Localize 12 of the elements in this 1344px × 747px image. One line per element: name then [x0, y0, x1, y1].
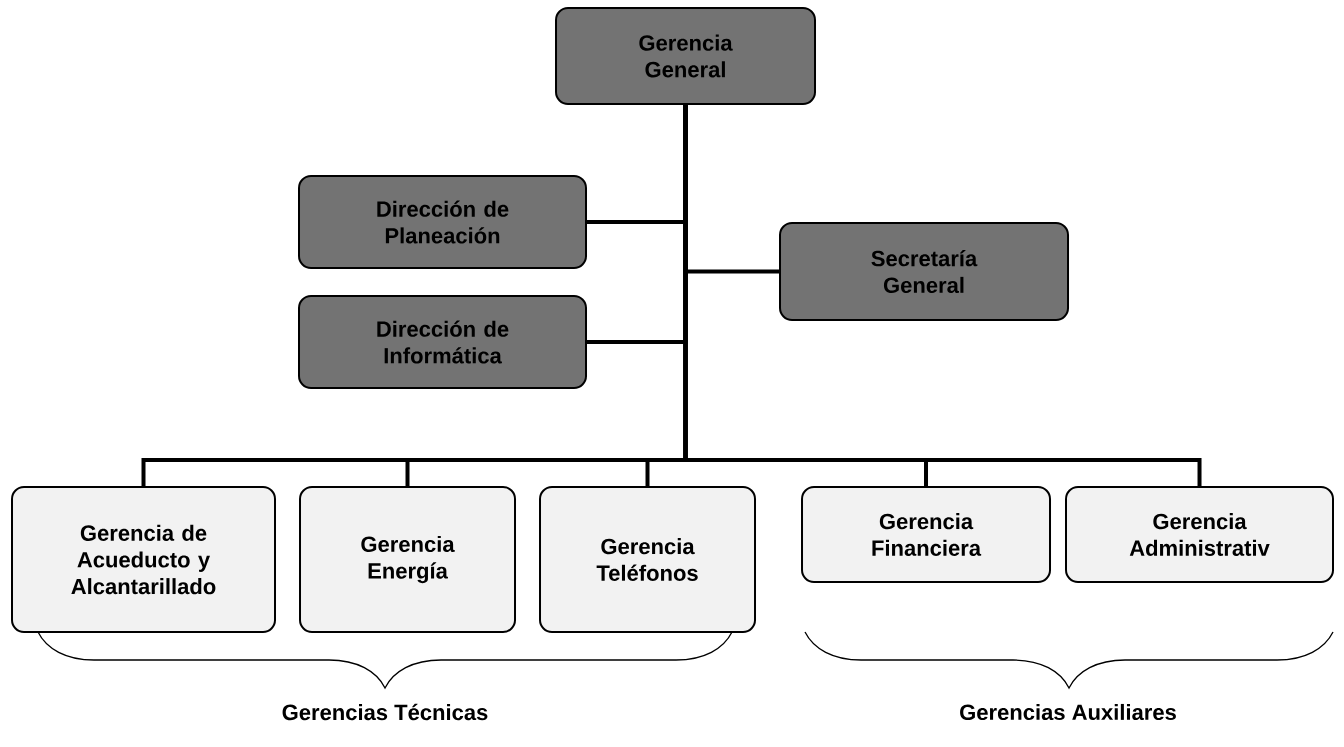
org-box: Secretaría General [779, 222, 1069, 321]
org-box: Gerencia Administrativ [1065, 486, 1334, 583]
org-box: Gerencia General [555, 7, 816, 105]
group-label: Gerencias Técnicas [282, 703, 488, 721]
org-box: Dirección de Informática [298, 295, 587, 389]
org-box: Gerencia Financiera [801, 486, 1051, 583]
org-box: Gerencia Energía [299, 486, 516, 633]
connector-line [683, 105, 1202, 486]
org-box: Dirección de Planeación [298, 175, 587, 269]
org-box: Gerencia de Acueducto y Alcantarillado [11, 486, 276, 633]
group-label: Gerencias Auxiliares [960, 703, 1176, 721]
org-box: Gerencia Teléfonos [539, 486, 756, 633]
